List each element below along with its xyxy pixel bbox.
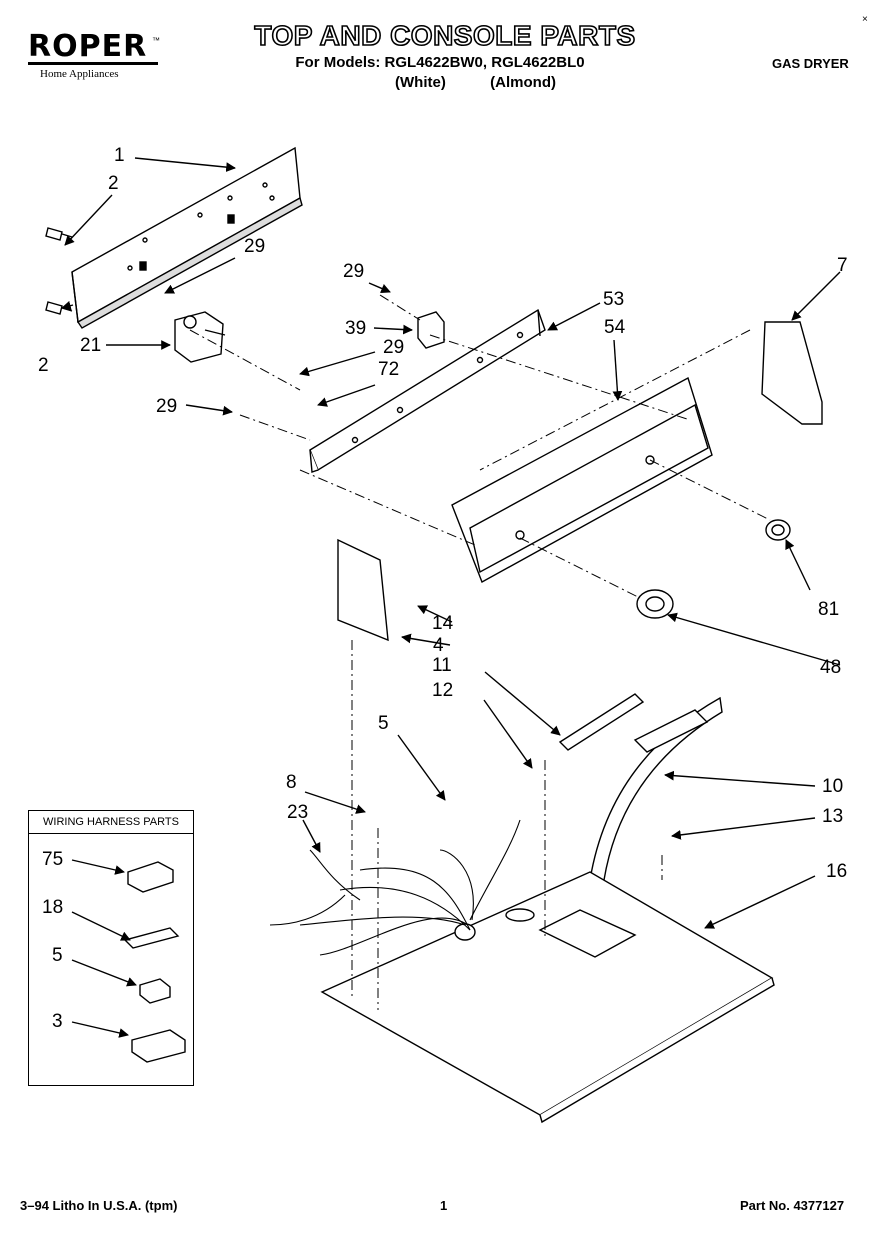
part-39-switch bbox=[417, 311, 445, 349]
callout-8: 8 bbox=[286, 772, 297, 793]
variant-almond: (Almond) bbox=[490, 74, 556, 91]
part-10-hood bbox=[589, 696, 723, 881]
callout-2-bottom: 2 bbox=[38, 355, 49, 376]
part-4-shield bbox=[337, 538, 389, 642]
variant-white: (White) bbox=[395, 74, 446, 91]
callout-5-harness: 5 bbox=[378, 713, 389, 734]
leader-arrows bbox=[61, 157, 841, 1038]
wiring-harness-box bbox=[28, 810, 194, 1086]
harness-callout-3: 3 bbox=[52, 1011, 63, 1032]
harness-callout-75: 75 bbox=[42, 849, 64, 870]
callout-29-c: 29 bbox=[383, 337, 405, 358]
callout-14: 14 bbox=[432, 613, 454, 634]
footer-page-number: 1 bbox=[440, 1198, 448, 1213]
callout-23: 23 bbox=[287, 802, 309, 823]
callout-72: 72 bbox=[378, 359, 400, 380]
callout-53: 53 bbox=[603, 289, 625, 310]
callout-12: 12 bbox=[432, 680, 454, 701]
callout-29-d: 29 bbox=[156, 396, 178, 417]
callout-81: 81 bbox=[818, 599, 840, 620]
part-53-control-bracket bbox=[309, 308, 546, 473]
part-16-top bbox=[320, 871, 775, 1124]
part-1-back-panel bbox=[71, 146, 303, 329]
page-title: TOP AND CONSOLE PARTS bbox=[254, 19, 636, 52]
footer-part-number: Part No. 4377127 bbox=[740, 1198, 845, 1213]
brand-trademark: ™ bbox=[152, 36, 160, 45]
brand-subtitle: Home Appliances bbox=[40, 68, 119, 80]
callout-4: 4 bbox=[433, 635, 444, 656]
callout-48: 48 bbox=[820, 657, 842, 678]
models-line: For Models: RGL4622BW0, RGL4622BL0 bbox=[295, 54, 585, 71]
harness-callout-5: 5 bbox=[52, 945, 63, 966]
part-2-screws bbox=[45, 227, 73, 315]
document-type: GAS DRYER bbox=[772, 56, 849, 71]
model-variants: (White) (Almond) bbox=[395, 74, 556, 91]
alignment-lines bbox=[189, 294, 771, 1010]
callout-29-a: 29 bbox=[244, 236, 266, 257]
callout-10: 10 bbox=[822, 776, 844, 797]
footer-print-info: 3–94 Litho In U.S.A. (tpm) bbox=[20, 1198, 178, 1213]
brand-logo: ROPER bbox=[28, 29, 148, 64]
wiring-harness-title: WIRING HARNESS PARTS bbox=[28, 810, 194, 834]
harness-callout-18: 18 bbox=[42, 897, 64, 918]
part-21-timer bbox=[174, 311, 226, 363]
brand-rule bbox=[28, 62, 158, 65]
part-7-end-cap bbox=[761, 321, 823, 425]
callout-16: 16 bbox=[826, 861, 848, 882]
callout-2-top: 2 bbox=[108, 173, 119, 194]
wiring-harness bbox=[269, 819, 521, 956]
callout-13: 13 bbox=[822, 806, 844, 827]
part-11-cover bbox=[558, 693, 645, 751]
callout-11: 11 bbox=[432, 655, 452, 676]
corner-mark: × bbox=[862, 14, 868, 25]
knobs bbox=[636, 519, 791, 619]
callout-54: 54 bbox=[604, 317, 626, 338]
harness-box-parts bbox=[123, 861, 186, 1063]
callout-39: 39 bbox=[345, 318, 367, 339]
part-54-console bbox=[451, 376, 713, 583]
callout-21: 21 bbox=[80, 335, 102, 356]
callout-1: 1 bbox=[114, 145, 125, 166]
callout-7: 7 bbox=[837, 255, 848, 276]
callout-29-b: 29 bbox=[343, 261, 365, 282]
